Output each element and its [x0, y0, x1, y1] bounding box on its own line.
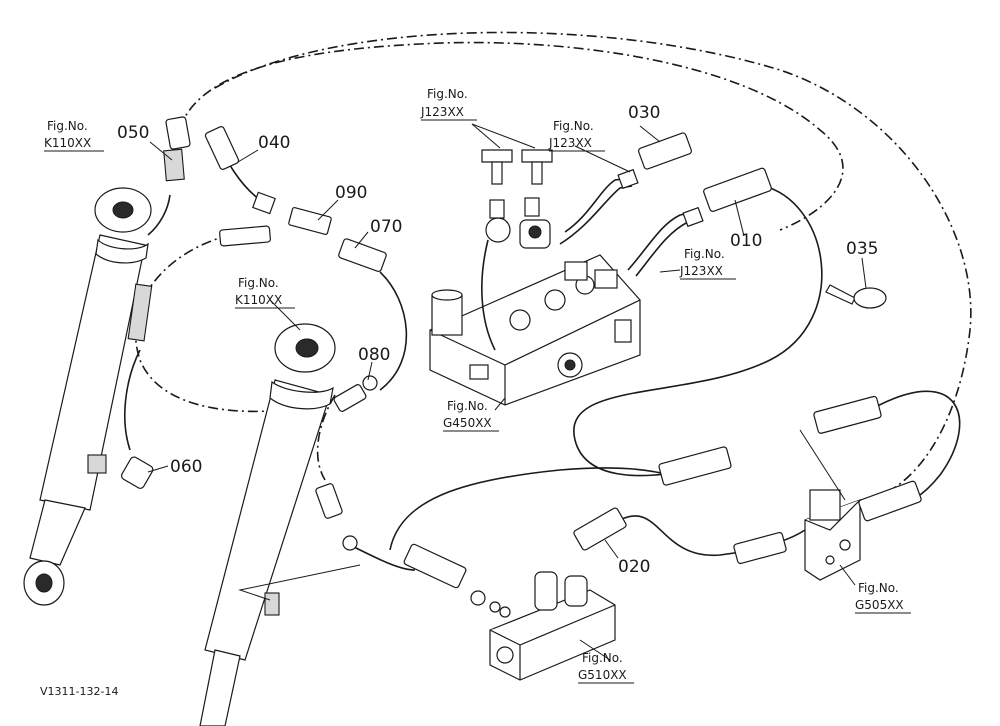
part-labels: 050 040 090 070 080 060 030 010 035 020	[117, 103, 878, 577]
fittings	[120, 116, 922, 613]
hose-050-down	[147, 194, 171, 236]
control-valve	[429, 149, 693, 406]
part-label-010: 010	[730, 231, 762, 251]
svg-text:J123XX: J123XX	[548, 136, 592, 150]
svg-text:K110XX: K110XX	[235, 293, 282, 307]
coupler-040	[204, 126, 240, 170]
svg-text:G505XX: G505XX	[855, 598, 904, 612]
fig-ref-j123-right-upper: Fig.No. J123XX	[548, 119, 605, 152]
leader-lines	[147, 123, 867, 661]
coupler-060	[120, 456, 154, 489]
coupler-080	[333, 384, 367, 412]
svg-text:Fig.No.: Fig.No.	[684, 247, 725, 261]
coupler-right-upper	[813, 395, 882, 434]
hose-070-loop	[379, 271, 408, 391]
hose-060-down	[124, 349, 141, 451]
svg-text:J123XX: J123XX	[420, 105, 464, 119]
svg-text:Fig.No.: Fig.No.	[47, 119, 88, 133]
coupler-030	[637, 132, 693, 170]
coupler-090-left	[219, 225, 271, 247]
part-label-090: 090	[335, 183, 367, 203]
hose-g510-upper	[389, 467, 671, 551]
svg-text:Fig.No.: Fig.No.	[858, 581, 899, 595]
part-label-035: 035	[846, 239, 878, 259]
fig-ref-g510: Fig.No. G510XX	[578, 651, 634, 684]
left-cylinder	[23, 187, 153, 606]
hose-lower-right	[349, 544, 416, 571]
coupler-070	[338, 238, 387, 273]
svg-text:Fig.No.: Fig.No.	[238, 276, 279, 290]
part-label-030: 030	[628, 103, 660, 123]
fig-ref-k110-left: Fig.No. K110XX	[44, 119, 104, 152]
part-label-050: 050	[117, 123, 149, 143]
coupler-g510-left	[403, 543, 467, 589]
coupler-right-lower	[858, 480, 922, 522]
svg-text:G510XX: G510XX	[578, 668, 627, 682]
fig-ref-g505: Fig.No. G505XX	[855, 581, 911, 614]
part-label-040: 040	[258, 133, 290, 153]
svg-text:J123XX: J123XX	[679, 264, 723, 278]
center-cylinder	[199, 323, 336, 726]
part-label-020: 020	[618, 557, 650, 577]
part-label-060: 060	[170, 457, 202, 477]
svg-text:G450XX: G450XX	[443, 416, 492, 430]
part-label-080: 080	[358, 345, 390, 365]
figure-references: Fig.No. K110XX Fig.No. K110XX Fig.No. J1…	[44, 87, 911, 684]
svg-text:Fig.No.: Fig.No.	[427, 87, 468, 101]
solid-hoses	[124, 134, 961, 571]
svg-text:K110XX: K110XX	[44, 136, 91, 150]
cable-tie-035	[825, 284, 887, 309]
fig-ref-k110-center: Fig.No. K110XX	[235, 276, 295, 309]
fig-ref-g450: Fig.No. G450XX	[443, 399, 499, 432]
solenoid-valve	[489, 571, 616, 681]
drawing-id: V1311-132-14	[40, 685, 118, 698]
fig-ref-j123-right-lower: Fig.No. J123XX	[679, 247, 736, 280]
svg-text:Fig.No.: Fig.No.	[582, 651, 623, 665]
coupler-mid	[658, 446, 732, 486]
coupler-050-top	[165, 116, 191, 150]
hose-010-loop	[573, 184, 823, 477]
coupler-090	[288, 206, 332, 236]
coupler-g505-left	[733, 531, 787, 565]
coupler-020	[573, 507, 627, 551]
svg-text:Fig.No.: Fig.No.	[447, 399, 488, 413]
svg-text:Fig.No.: Fig.No.	[553, 119, 594, 133]
part-label-070: 070	[370, 217, 402, 237]
coupler-010	[703, 167, 772, 212]
fig-ref-j123-top: Fig.No. J123XX	[420, 87, 477, 121]
bracket-g505	[804, 489, 861, 581]
hose-center-loop-dashed	[134, 234, 321, 413]
hose-top-outer-dashed	[214, 31, 972, 496]
